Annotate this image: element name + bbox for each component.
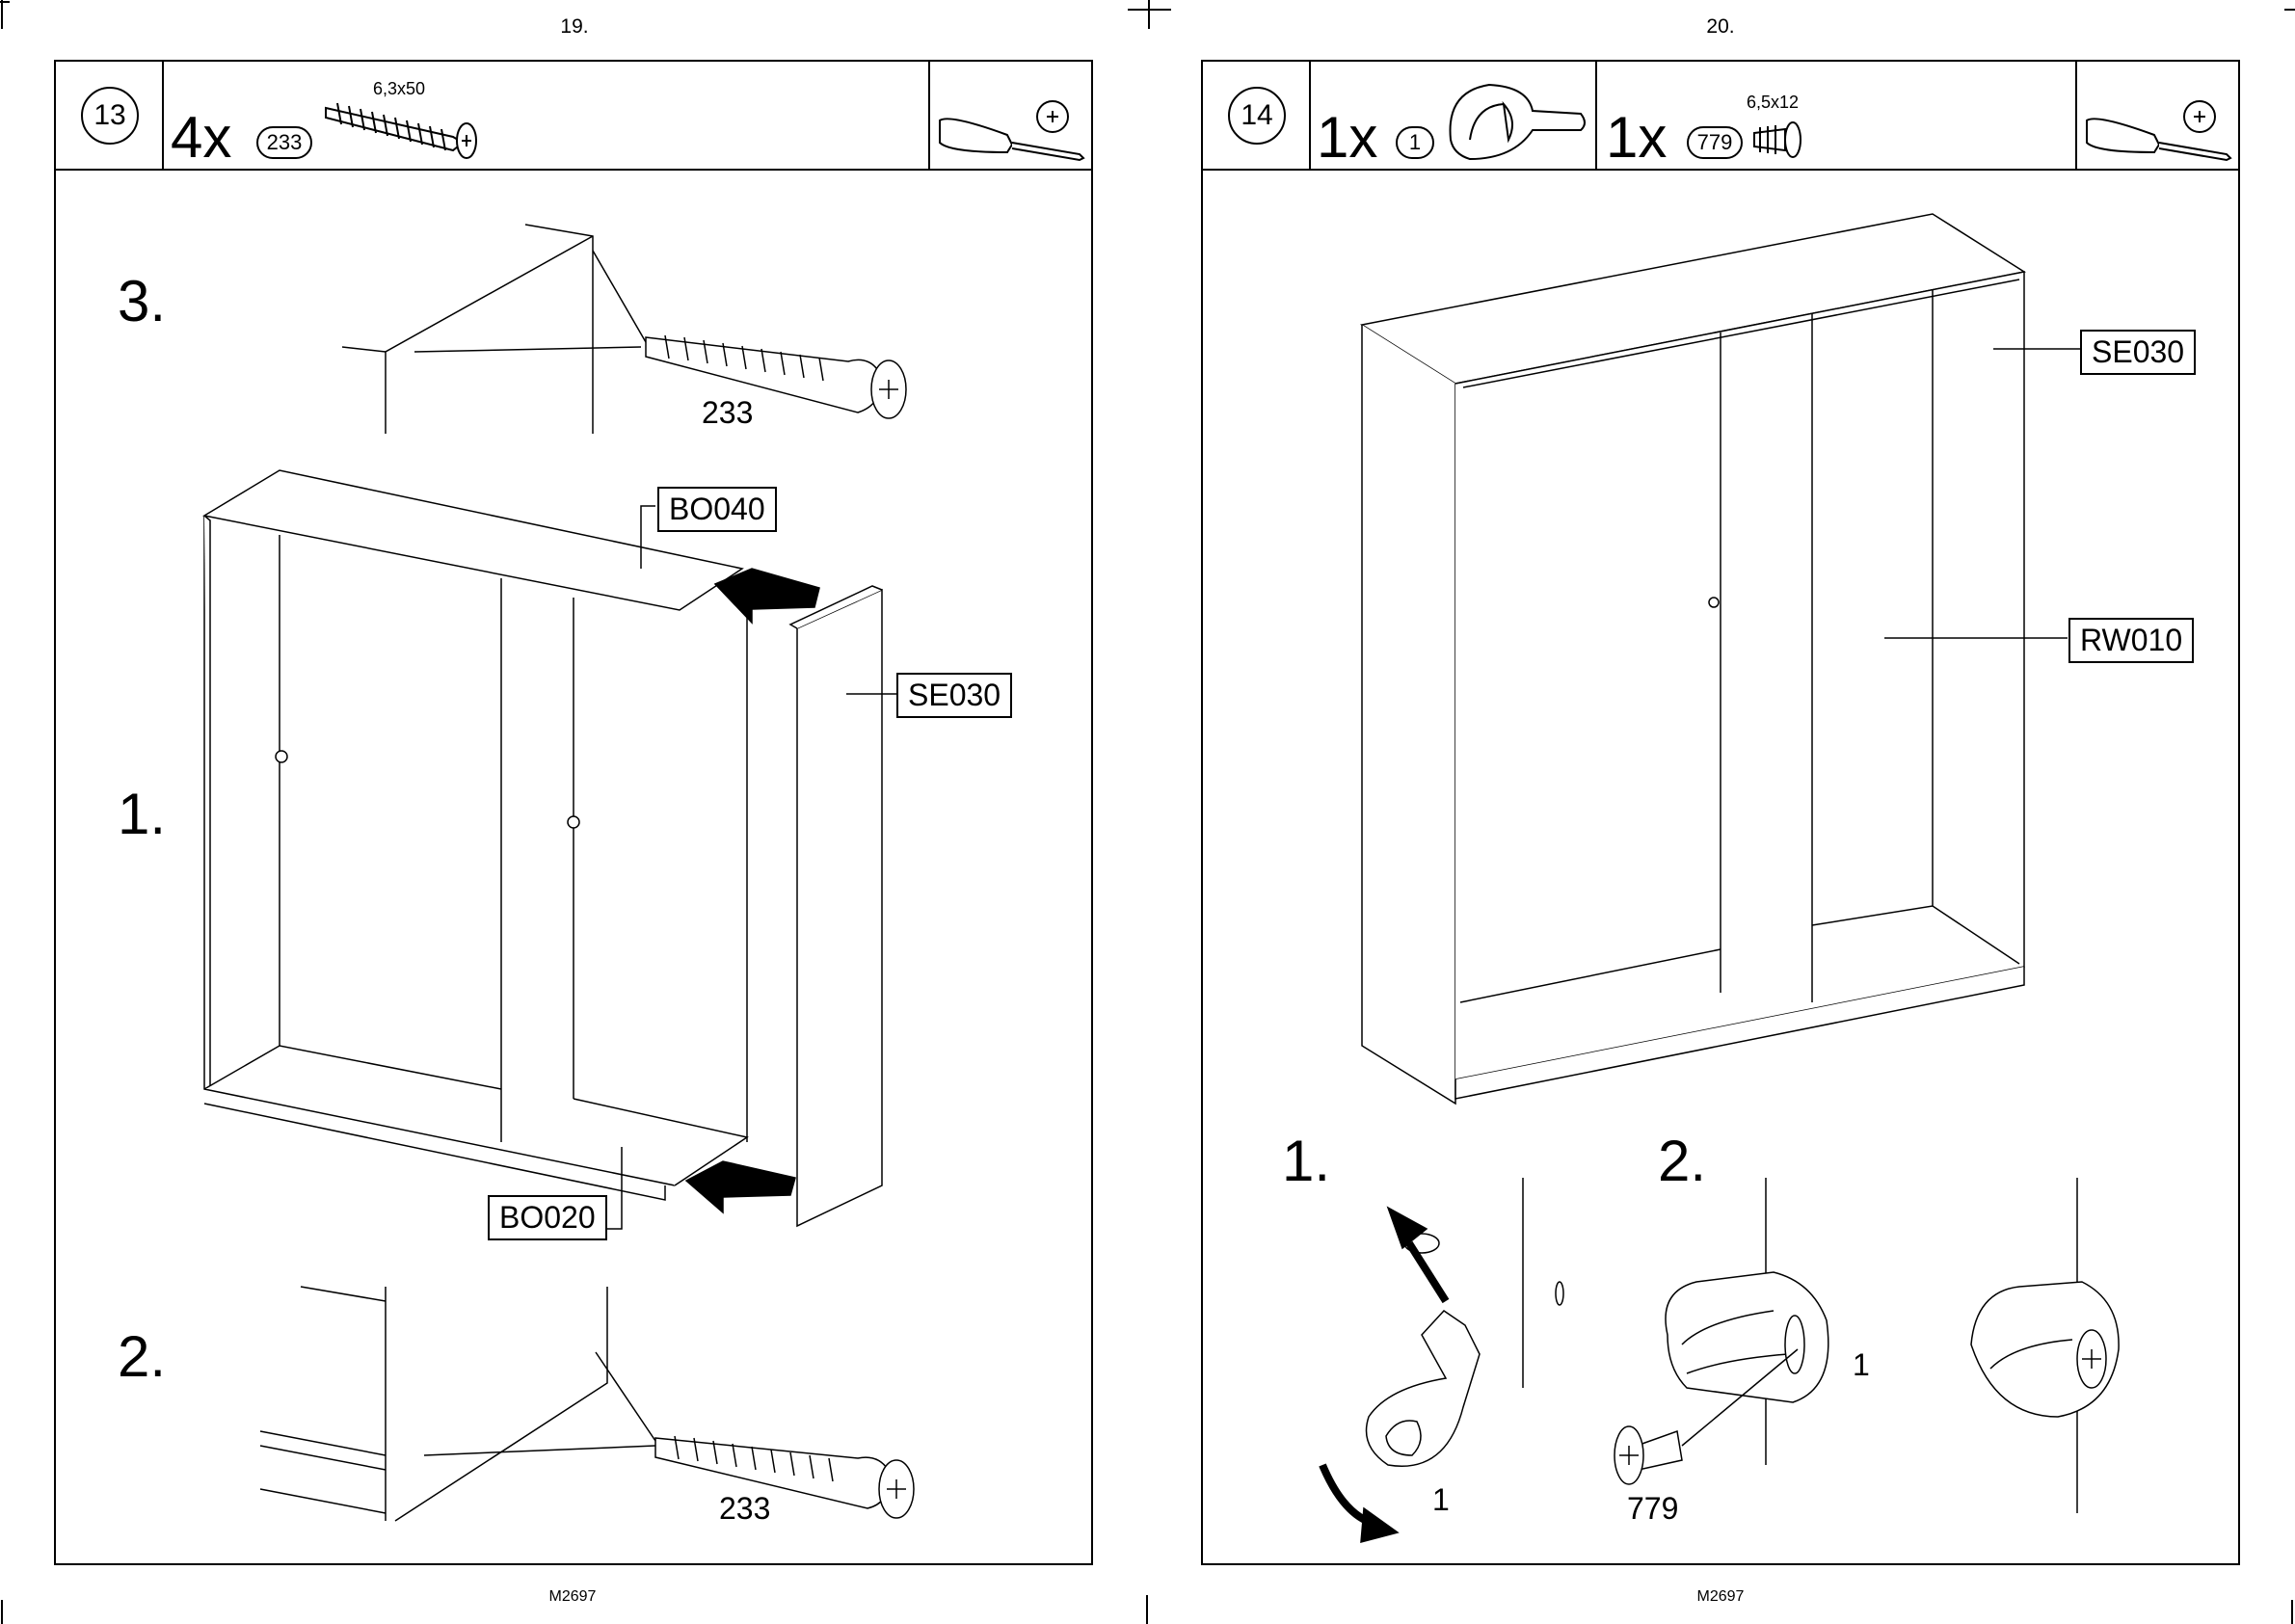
- part-label-se030: SE030: [2080, 330, 2196, 375]
- part-number-label: 779: [1627, 1491, 1678, 1527]
- footer-code-right: M2697: [1672, 1588, 1769, 1606]
- part-number-label: 1: [1853, 1347, 1870, 1383]
- part-number-label: 1: [1432, 1482, 1450, 1518]
- part-label-rw010: RW010: [2068, 618, 2194, 663]
- substep-label: 1.: [1282, 1132, 1330, 1190]
- substep-label: 2.: [1658, 1132, 1706, 1190]
